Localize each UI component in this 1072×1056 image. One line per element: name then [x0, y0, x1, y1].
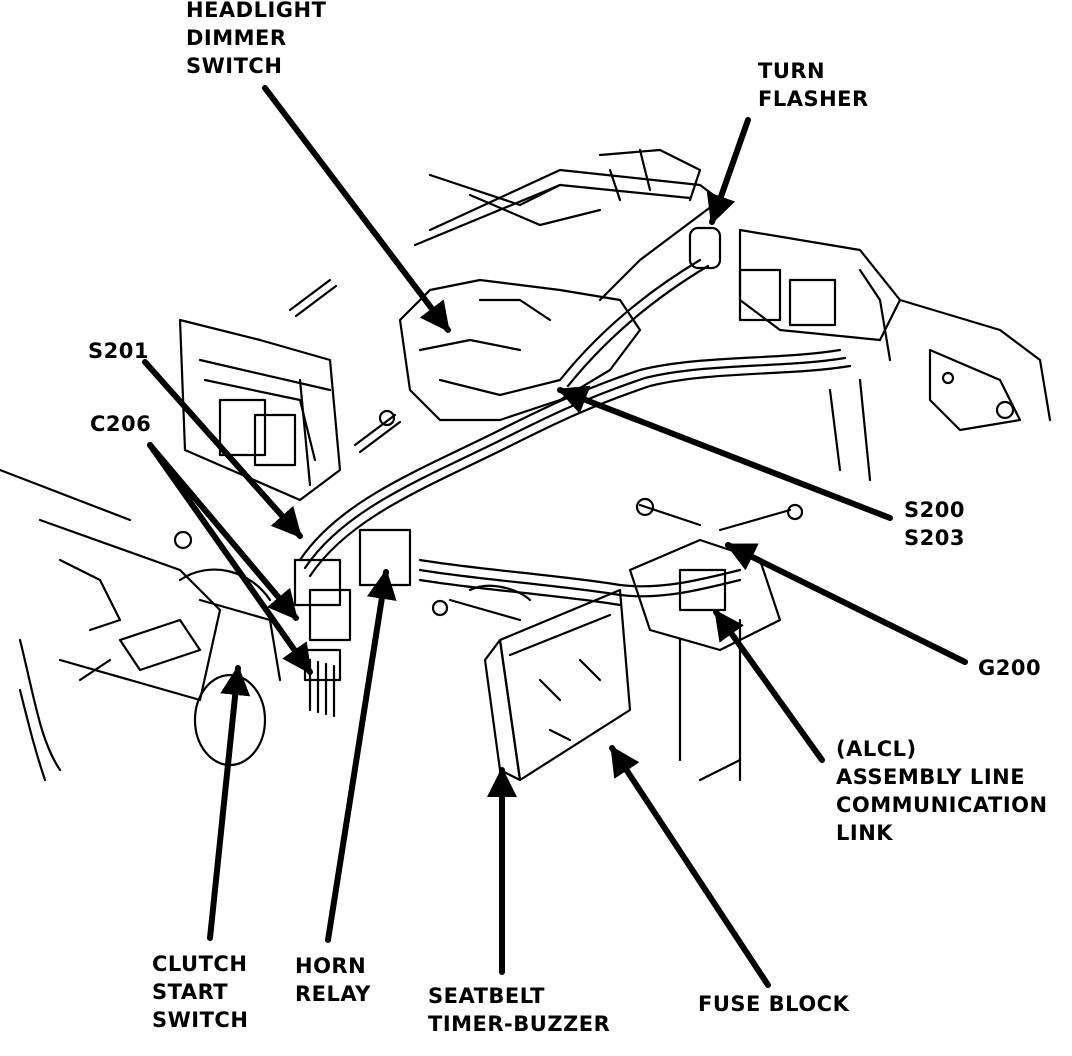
arrow-g200 [725, 542, 968, 665]
arrow-fuse-block [609, 745, 771, 988]
label-seatbelt-timer-buzzer: SEATBELT TIMER-BUZZER [428, 982, 610, 1038]
arrow-s201 [142, 359, 303, 539]
leader-arrows [142, 85, 968, 988]
arrow-c206-b [147, 442, 313, 675]
label-line: FUSE BLOCK [698, 992, 850, 1016]
label-line: ASSEMBLY LINE [836, 765, 1026, 789]
arrow-horn-relay [325, 569, 397, 943]
label-fuse-block: FUSE BLOCK [698, 990, 849, 1018]
label-s200-s203: S200 S203 [904, 496, 965, 552]
label-line: COMMUNICATION [836, 793, 1048, 817]
harness-drawing [0, 148, 1052, 782]
label-c206: C206 [90, 410, 151, 438]
label-line: SWITCH [186, 54, 283, 78]
label-horn-relay: HORN RELAY [295, 952, 371, 1008]
label-alcl: (ALCL) ASSEMBLY LINE COMMUNICATION LINK [836, 735, 1048, 847]
label-line: G200 [978, 656, 1042, 680]
label-headlight-dimmer-switch: HEADLIGHT DIMMER SWITCH [186, 0, 326, 80]
label-line: RELAY [295, 982, 371, 1006]
arrow-turn-flasher [706, 117, 751, 225]
arrow-clutch-start-switch [207, 665, 251, 941]
arrow-c206-a [147, 442, 299, 621]
arrow-alcl [713, 609, 825, 763]
label-line: HEADLIGHT [186, 0, 327, 22]
label-turn-flasher: TURN FLASHER [758, 57, 869, 113]
arrow-s200-s203 [557, 385, 893, 521]
label-line: START [152, 980, 229, 1004]
label-line: TURN [758, 59, 826, 83]
label-line: TIMER-BUZZER [428, 1012, 611, 1036]
label-s201: S201 [88, 337, 149, 365]
label-line: DIMMER [186, 26, 287, 50]
label-line: S201 [88, 339, 149, 363]
label-line: CLUTCH [152, 952, 248, 976]
label-line: HORN [295, 954, 367, 978]
label-line: SEATBELT [428, 984, 545, 1008]
arrow-headlight-dimmer-switch [262, 85, 451, 333]
label-clutch-start-switch: CLUTCH START SWITCH [152, 950, 248, 1034]
label-line: S203 [904, 526, 965, 550]
label-line: FLASHER [758, 87, 869, 111]
label-line: (ALCL) [836, 737, 917, 761]
label-line: C206 [90, 412, 152, 436]
label-line: LINK [836, 821, 894, 845]
label-g200: G200 [978, 654, 1041, 682]
label-line: SWITCH [152, 1008, 249, 1032]
label-line: S200 [904, 498, 965, 522]
